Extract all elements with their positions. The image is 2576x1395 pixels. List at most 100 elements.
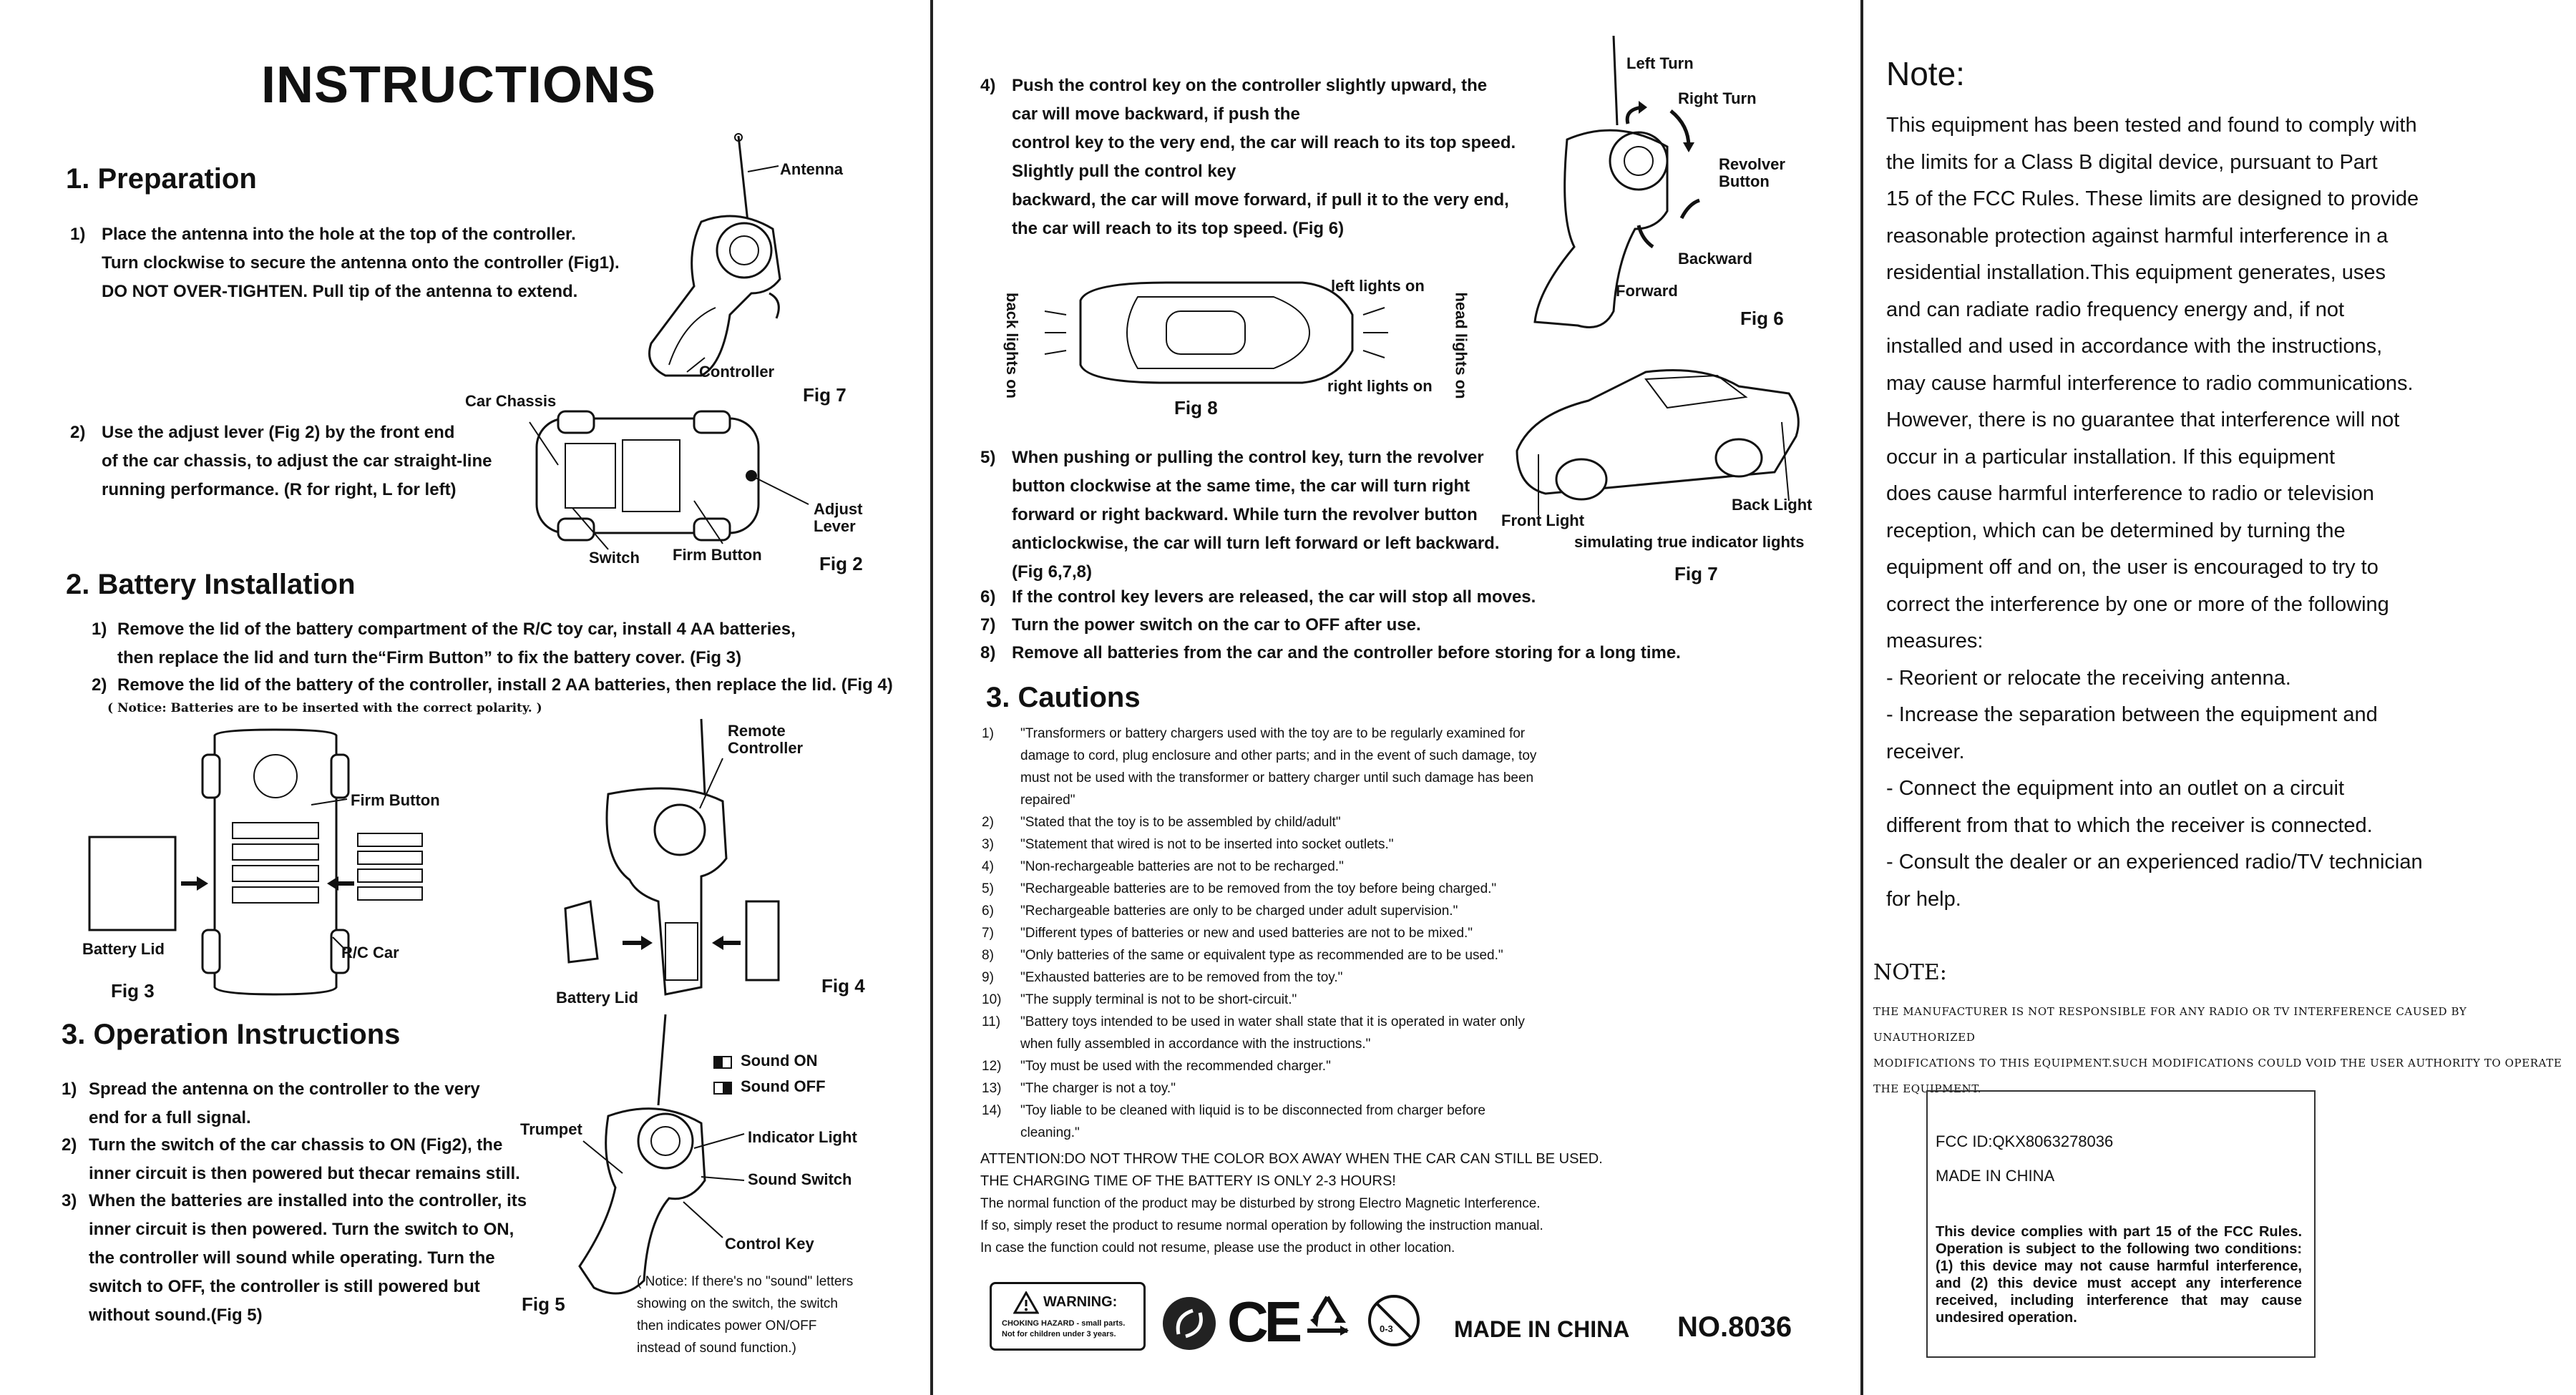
label-battery-lid: Battery Lid — [82, 940, 165, 958]
caution-number: 4) — [982, 859, 994, 874]
sound-off-icon — [713, 1082, 732, 1095]
controller-antenna-illustration — [615, 129, 844, 386]
section-heading-battery: 2. Battery Installation — [66, 569, 356, 600]
fig-label: Fig 6 — [1740, 308, 1784, 329]
battery-item-1: 1) Remove the lid of the battery compart… — [92, 615, 914, 672]
item-number: 6) — [980, 587, 996, 607]
caution-text: "Rechargeable batteries are only to be c… — [1020, 904, 1458, 919]
warning-title: WARNING: — [1043, 1294, 1118, 1310]
caution-item: 7) "Different types of batteries or new … — [982, 922, 1697, 944]
caution-number: 1) — [982, 726, 994, 741]
item-text: Push the control key on the controller s… — [1012, 76, 1516, 238]
caution-number: 7) — [982, 926, 994, 941]
label-sound-off: Sound OFF — [741, 1077, 826, 1095]
caution-item: 6) "Rechargeable batteries are only to b… — [982, 900, 1697, 922]
section-heading-cautions: 3. Cautions — [986, 682, 1141, 713]
sound-notice: ( Notice: If there's no "sound" letters … — [637, 1274, 854, 1356]
operation-item-4: 4) Push the control key on the controlle… — [980, 72, 1553, 243]
caution-number: 5) — [982, 881, 994, 896]
label-antenna: Antenna — [780, 160, 843, 178]
car-lights-illustration — [1038, 272, 1388, 393]
caution-item: 3) "Statement that wired is not to be in… — [982, 833, 1697, 856]
sound-on-icon — [713, 1056, 732, 1069]
caution-item: 9) "Exhausted batteries are to be remove… — [982, 966, 1697, 989]
item-text: Turn the switch of the car chassis to ON… — [89, 1135, 520, 1183]
fig-label: Fig 2 — [819, 553, 863, 574]
label-revolver-button: Revolver Button — [1719, 155, 1785, 190]
caution-text: "The supply terminal is not to be short-… — [1020, 992, 1297, 1007]
caution-item: 12) "Toy must be used with the recommend… — [982, 1055, 1697, 1077]
label-remote-controller: Remote Controller — [728, 722, 804, 757]
operation-item-1: 1) Spread the antenna on the controller … — [62, 1075, 562, 1132]
caution-text: "Toy must be used with the recommended c… — [1020, 1059, 1331, 1074]
section-heading-operation: 3. Operation Instructions — [62, 1019, 401, 1050]
label-adjust-lever: Adjust Lever — [814, 500, 863, 535]
caution-item: 10) "The supply terminal is not to be sh… — [982, 989, 1697, 1011]
warning-triangle-icon — [1013, 1291, 1039, 1314]
caution-item: 2) "Stated that the toy is to be assembl… — [982, 811, 1697, 833]
attention-line: The normal function of the product may b… — [980, 1196, 1541, 1211]
operation-item-8: 8) Remove all batteries from the car and… — [980, 639, 1767, 667]
warning-box: WARNING: CHOKING HAZARD - small parts. N… — [990, 1282, 1146, 1351]
prep-item-1: 1) Place the antenna into the hole at th… — [70, 220, 628, 313]
item-number: 5) — [980, 448, 996, 467]
caution-number: 10) — [982, 992, 1002, 1007]
label-left-lights-on: left lights on — [1331, 277, 1425, 295]
attention-line: In case the function could not resume, p… — [980, 1240, 1455, 1256]
caution-text: "Transformers or battery chargers used w… — [1020, 726, 1537, 808]
controller-direction-illustration — [1517, 32, 1746, 340]
fig-label: Fig 5 — [522, 1293, 565, 1315]
controller-sound-illustration — [530, 1009, 801, 1316]
label-indicator-light: Indicator Light — [748, 1128, 857, 1146]
label-left-turn: Left Turn — [1626, 54, 1694, 72]
caution-text: "Stated that the toy is to be assembled … — [1020, 815, 1341, 830]
item-text: When the batteries are installed into th… — [89, 1191, 527, 1325]
caution-text: "Rechargeable batteries are to be remove… — [1020, 881, 1497, 896]
label-trumpet: Trumpet — [520, 1120, 582, 1138]
caution-item: 5) "Rechargeable batteries are to be rem… — [982, 878, 1697, 900]
fcc-label-box: FCC ID:QKX8063278036 MADE IN CHINA This … — [1926, 1090, 2316, 1358]
note2-heading: NOTE: — [1873, 960, 1947, 985]
label-simulating: simulating true indicator lights — [1574, 533, 1805, 551]
caution-text: "Battery toys intended to be used in wat… — [1020, 1014, 1525, 1052]
battery-notice: ( Notice: Batteries are to be inserted w… — [107, 701, 542, 715]
fig-label: Fig 8 — [1174, 397, 1218, 418]
car-chassis-illustration — [515, 401, 830, 558]
item-number: 2) — [92, 675, 107, 695]
item-number: 1) — [70, 225, 86, 244]
fcc-statement: This equipment has been tested and found… — [1886, 114, 2423, 911]
operation-item-6: 6) If the control key levers are release… — [980, 583, 1767, 612]
caution-number: 3) — [982, 837, 994, 852]
label-switch: Switch — [589, 549, 640, 567]
item-text: Remove the lid of the battery compartmen… — [117, 620, 796, 667]
age-warning-icon — [1367, 1293, 1421, 1348]
label-forward: Forward — [1616, 282, 1678, 300]
caution-text: "The charger is not a toy." — [1020, 1081, 1176, 1096]
warning-text: CHOKING HAZARD - small parts. Not for ch… — [1002, 1319, 1126, 1338]
item-text: Remove the lid of the battery of the con… — [117, 675, 893, 695]
caution-text: "Different types of batteries or new and… — [1020, 926, 1473, 941]
operation-item-3: 3) When the batteries are installed into… — [62, 1187, 562, 1330]
label-rc-car: R/C Car — [341, 944, 399, 961]
controller-battery-illustration — [558, 715, 809, 1002]
label-sound-on: Sound ON — [741, 1052, 818, 1070]
caution-number: 11) — [982, 1014, 1001, 1029]
caution-text: "Only batteries of the same or equivalen… — [1020, 948, 1503, 963]
made-in-china: MADE IN CHINA — [1454, 1316, 1630, 1342]
label-firm-button: Firm Button — [351, 791, 440, 809]
label-back-lights-on: back lights on — [1002, 293, 1021, 398]
caution-item: 13) "The charger is not a toy." — [982, 1077, 1697, 1100]
car-battery-compartment-illustration — [82, 723, 454, 1002]
item-number: 1) — [62, 1080, 77, 1099]
fig-label: Fig 3 — [111, 980, 155, 1002]
green-dot-icon — [1163, 1297, 1216, 1350]
battery-item-2: 2) Remove the lid of the battery of the … — [92, 671, 914, 700]
label-sound-switch: Sound Switch — [748, 1170, 852, 1188]
car-side-illustration — [1503, 351, 1810, 515]
label-controller: Controller — [699, 363, 775, 381]
label-back-light: Back Light — [1732, 496, 1813, 514]
caution-number: 8) — [982, 948, 994, 963]
label-firm-button: Firm Button — [673, 546, 762, 564]
label-battery-lid: Battery Lid — [556, 989, 638, 1007]
recycle-icon — [1299, 1291, 1349, 1336]
